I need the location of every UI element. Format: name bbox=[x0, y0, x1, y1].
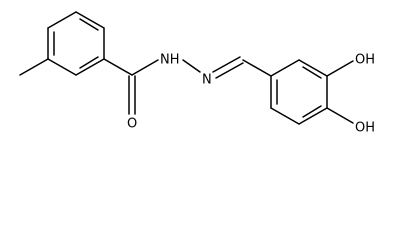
ring2-double-2 bbox=[302, 105, 322, 118]
ring1-bond-1 bbox=[47, 11, 77, 29]
n-label: N bbox=[202, 73, 212, 88]
o-label: O bbox=[127, 117, 137, 132]
ring2-double-1 bbox=[302, 66, 322, 79]
molecule-svg: NH N O OH OH bbox=[19, 11, 375, 136]
nh-to-n-bond bbox=[182, 59, 201, 73]
carbonyl-to-nh-bond bbox=[131, 59, 159, 76]
ring1-double-2 bbox=[79, 56, 99, 69]
ring1-bond-4 bbox=[75, 58, 105, 76]
methyl-bond bbox=[19, 58, 49, 76]
ring2-bond-5 bbox=[270, 107, 300, 125]
ring-to-carbonyl-bond bbox=[103, 58, 133, 76]
molecule-structure-diagram: NH N O OH OH bbox=[19, 11, 375, 136]
n-to-ch-double-bond-b bbox=[215, 62, 244, 79]
oh-top-label: OH bbox=[355, 53, 375, 68]
oh-bottom-label: OH bbox=[355, 121, 375, 136]
oh-top-bond bbox=[326, 60, 354, 77]
oh-bottom-bond bbox=[326, 107, 354, 124]
hydrazone-linkage bbox=[182, 56, 272, 79]
right-benzene-ring bbox=[270, 59, 328, 125]
amide-group bbox=[103, 58, 159, 115]
nh-label: NH bbox=[160, 53, 180, 68]
ring2-bond-2 bbox=[298, 59, 328, 77]
ring1-bond-5 bbox=[47, 58, 77, 76]
ring1-bond-2 bbox=[75, 11, 105, 29]
n-to-ch-double-bond-a bbox=[212, 56, 241, 73]
ch-to-ring-bond bbox=[242, 59, 272, 77]
left-benzene-ring bbox=[47, 11, 105, 76]
ring2-bond-4 bbox=[298, 107, 328, 125]
ring1-double-1 bbox=[79, 18, 99, 31]
ring2-bond-1 bbox=[270, 59, 300, 77]
